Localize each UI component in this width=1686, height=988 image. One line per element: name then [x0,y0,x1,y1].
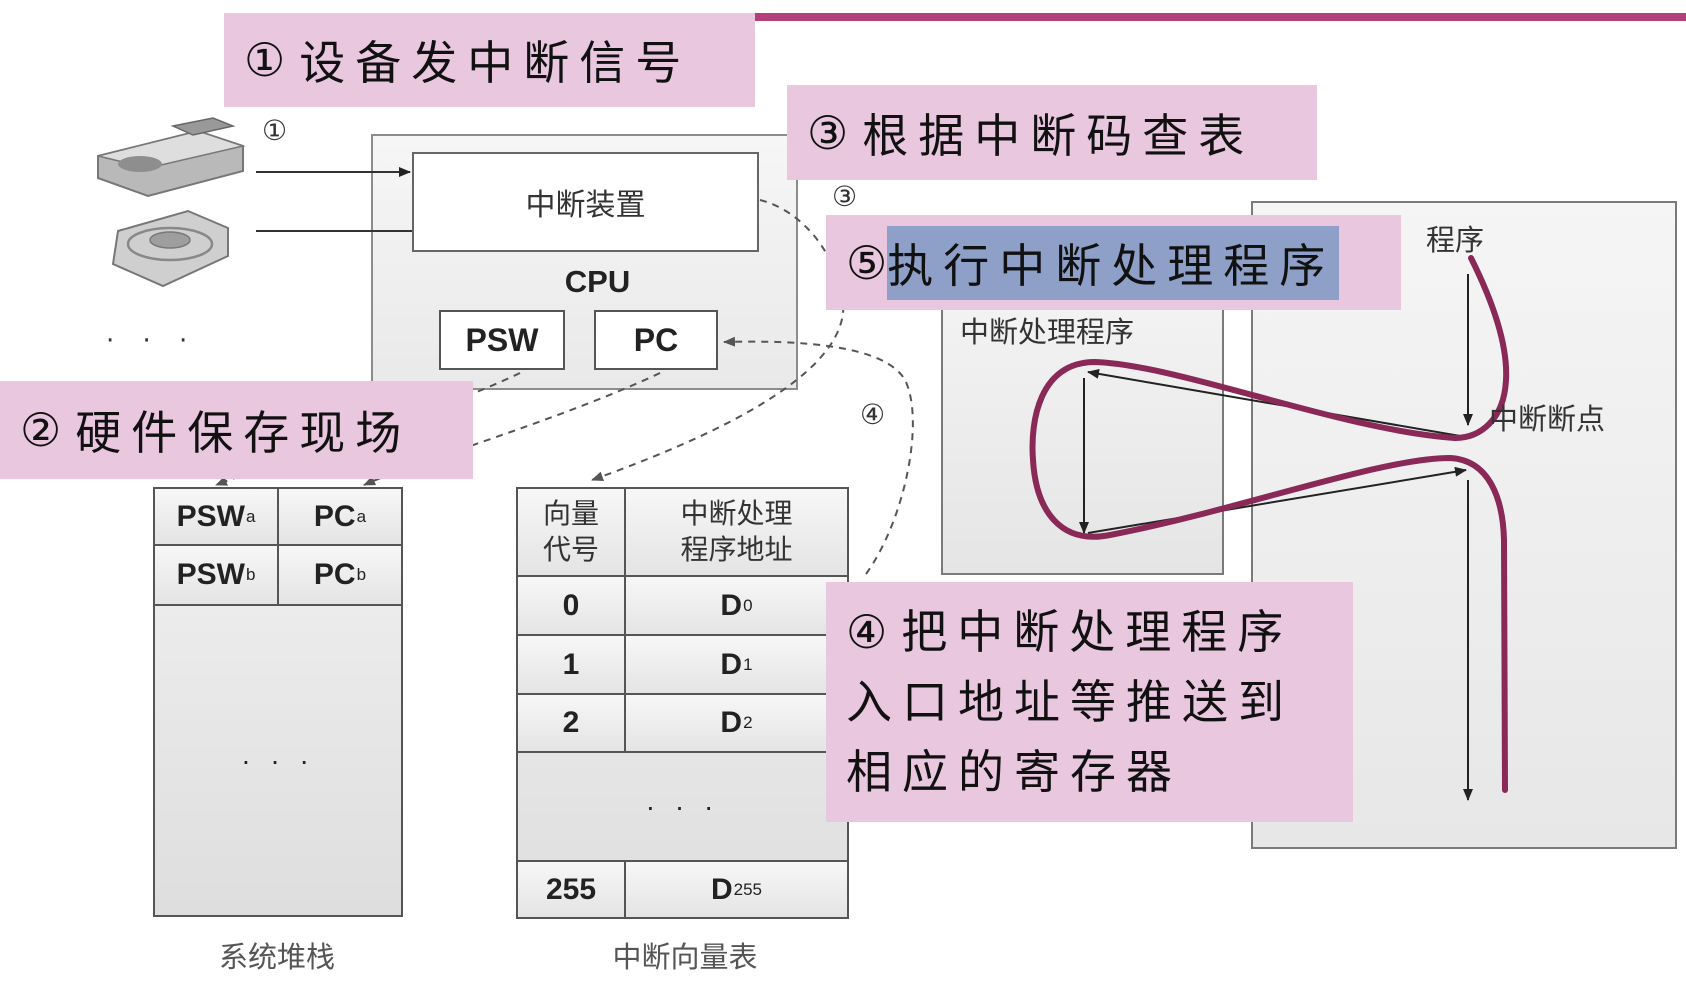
vtable-header-address: 中断处理 程序地址 [626,489,847,577]
vtable-code-2: 2 [518,695,626,753]
top-accent-rule [753,13,1686,21]
breakpoint-label: 中断断点 [1489,402,1606,436]
disk-hub [149,231,191,249]
vtable-header-address-line1: 中断处理 [680,497,793,530]
disk-drive-icon [97,117,246,288]
cpu-title: CPU [564,264,631,299]
callout-step3: ③ 根据中断码查表 [787,85,1317,180]
callout-step2-number: ② [20,403,62,457]
stack-caption: 系统堆栈 [218,940,335,974]
lookup-marker: ③ [832,180,858,213]
devices-ellipsis: · · · [106,326,198,356]
callout-step1-text: 设备发中断信号 [299,36,692,90]
callout-step5: ⑤ 执行中断处理程序 [826,215,1401,310]
register-pc: PC [594,310,718,370]
callout-step5-text: 执行中断处理程序 [887,225,1340,300]
vtable-code-1: 1 [518,636,626,695]
interrupt-unit-box: 中断装置 [412,152,759,252]
callout-step1-number: ① [244,33,286,87]
callout-step2-text: 硬件保存现场 [75,406,412,460]
callout-step2: ② 硬件保存现场 [0,381,473,479]
vtable-header-code: 向量 代号 [518,489,626,577]
callout-step3-text: 根据中断码查表 [862,108,1255,163]
handler-label: 中断处理程序 [960,315,1135,349]
device-marker: ① [262,114,288,147]
callout-step5-number: ⑤ [846,235,888,290]
callout-step4-number: ④ [846,605,888,659]
vtable-header-address-line2: 程序地址 [680,533,793,566]
program-label: 程序 [1426,223,1485,257]
callout-step1: ① 设备发中断信号 [224,13,755,107]
load-marker: ④ [860,398,886,431]
drive-disc [118,156,162,172]
vtable-ellipsis: · · · [518,753,847,862]
callout-step4-line3: 相应的寄存器 [846,745,1182,799]
register-psw: PSW [439,310,565,370]
vtable-code-255: 255 [518,862,626,917]
drive-slot [170,117,236,136]
callout-step3-number: ③ [807,105,849,160]
stack-ellipsis: · · · [241,744,315,776]
disk-ring [126,226,214,262]
callout-step4-line1-text: 把中断处理程序 [901,605,1294,659]
vtable-code-0: 0 [518,577,626,636]
vtable-header-code-line2: 代号 [542,533,599,566]
vtable-caption: 中断向量表 [612,940,758,974]
callout-step4-line2: 入口地址等推送到 [846,675,1294,729]
vtable-header-code-line1: 向量 [542,497,599,530]
